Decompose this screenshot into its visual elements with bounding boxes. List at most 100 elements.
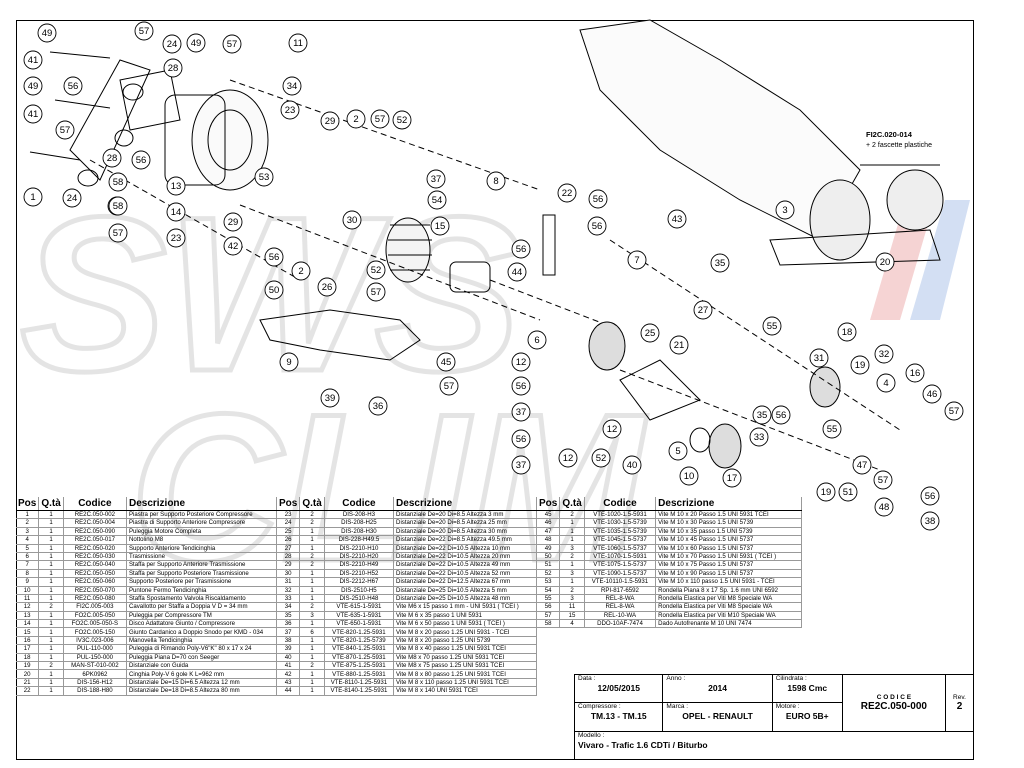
- callout-56: 56: [920, 486, 940, 506]
- pos-cell: 54: [537, 586, 561, 595]
- callout-58: 58: [108, 172, 128, 192]
- callout-number: 1: [30, 192, 35, 203]
- description-cell: Vite M 10 x 110 passo 1.5 UNI 5931 - TCE…: [655, 577, 802, 587]
- callout-number: 37: [516, 407, 527, 418]
- header-qta: Q.tà: [38, 497, 64, 511]
- qty-cell: 1: [299, 669, 325, 679]
- description-cell: Vite M 8 x 110 passo 1.25 UNI 5931 TCEI: [393, 678, 537, 688]
- callout-number: 57: [371, 287, 382, 298]
- callout-number: 35: [715, 258, 726, 269]
- callout-number: 47: [857, 460, 868, 471]
- callout-circle: [622, 455, 642, 475]
- callout-number: 56: [516, 244, 527, 255]
- code-cell: VTE-1030-1.5-5739: [584, 518, 657, 528]
- callout-56: 56: [771, 405, 791, 425]
- code-cell: VTE-10110-1.5-5931: [584, 577, 657, 587]
- callout-number: 46: [927, 389, 938, 400]
- tb-anno-cell: Anno : 2014: [662, 673, 773, 704]
- description-cell: Vite M 8 x 40 passo 1.25 UNI 5931 TCEI: [393, 644, 537, 654]
- callout-37: 37: [511, 402, 531, 422]
- callout-57: 57: [108, 223, 128, 243]
- callout-number: 55: [827, 424, 838, 435]
- qty-cell: 1: [299, 594, 325, 604]
- code-cell: DIS-208-H25: [324, 518, 395, 528]
- tb-motore-cell: Motore : EURO 5B+: [771, 702, 843, 732]
- tb-comp-cell: Compressore : TM.13 - TM.15: [573, 702, 664, 732]
- callout-number: 19: [821, 487, 832, 498]
- description-cell: Giunto Cardanico a Doppio Snodo per KMD …: [126, 627, 278, 637]
- callout-circle: [667, 209, 687, 229]
- callout-circle: [710, 253, 730, 273]
- callout-number: 7: [634, 255, 639, 266]
- qty-cell: 2: [559, 586, 585, 595]
- pos-cell: 43: [277, 678, 301, 688]
- pos-cell: 25: [277, 527, 301, 537]
- description-cell: Supporto Posteriore per Trasmissione: [126, 577, 278, 587]
- callout-number: 56: [592, 221, 603, 232]
- code-cell: RE2C.050-060: [63, 577, 127, 587]
- callout-number: 56: [269, 252, 280, 263]
- qty-cell: 1: [38, 686, 64, 696]
- callout-number: 36: [373, 401, 384, 412]
- callout-36: 36: [368, 396, 388, 416]
- callout-number: 55: [767, 321, 778, 332]
- description-cell: Distanziale De=22 Di=10.5 Altezza 52 mm: [393, 569, 537, 579]
- callout-circle: [511, 455, 531, 475]
- qty-cell: 1: [559, 577, 585, 587]
- callout-circle: [23, 76, 43, 96]
- callout-circle: [55, 120, 75, 140]
- qty-cell: 1: [299, 678, 325, 688]
- code-cell: VTE-1020-1.5-5931: [584, 510, 657, 520]
- callout-circle: [693, 300, 713, 320]
- callout-5: 5: [668, 441, 688, 461]
- callout-circle: [822, 419, 842, 439]
- callout-circle: [282, 76, 302, 96]
- callout-number: 45: [441, 357, 452, 368]
- callout-number: 41: [28, 55, 39, 66]
- callout-circle: [511, 402, 531, 422]
- callout-56: 56: [511, 429, 531, 449]
- callout-57: 57: [222, 34, 242, 54]
- description-cell: Distanziale De=20 Di=8.5 Altezza 25 mm: [393, 518, 537, 528]
- pos-cell: 35: [277, 611, 301, 621]
- callout-34: 34: [282, 76, 302, 96]
- qty-cell: 1: [38, 510, 64, 520]
- pos-cell: 48: [537, 535, 561, 545]
- callout-circle: [511, 376, 531, 396]
- callout-number: 9: [286, 357, 291, 368]
- callout-number: 37: [516, 460, 527, 471]
- callout-29: 29: [320, 111, 340, 131]
- callout-number: 23: [171, 233, 182, 244]
- pos-cell: 30: [277, 569, 301, 579]
- callout-4: 4: [876, 373, 896, 393]
- callout-37: 37: [511, 455, 531, 475]
- pos-cell: 56: [537, 602, 561, 612]
- qty-cell: 2: [299, 552, 325, 562]
- pos-cell: 27: [277, 544, 301, 553]
- pos-cell: 4: [16, 535, 40, 545]
- header-descrizione: Descrizione: [655, 497, 802, 511]
- callout-circle: [527, 330, 547, 350]
- pos-cell: 57: [537, 611, 561, 621]
- callout-number: 32: [879, 349, 890, 360]
- callout-circle: [291, 261, 311, 281]
- callout-56: 56: [63, 76, 83, 96]
- description-cell: Distanziale De=18 Di=8.5 Altezza 80 mm: [126, 686, 278, 696]
- qty-cell: 1: [299, 569, 325, 579]
- callout-number: 8: [493, 176, 498, 187]
- callout-52: 52: [392, 110, 412, 130]
- callout-52: 52: [366, 260, 386, 280]
